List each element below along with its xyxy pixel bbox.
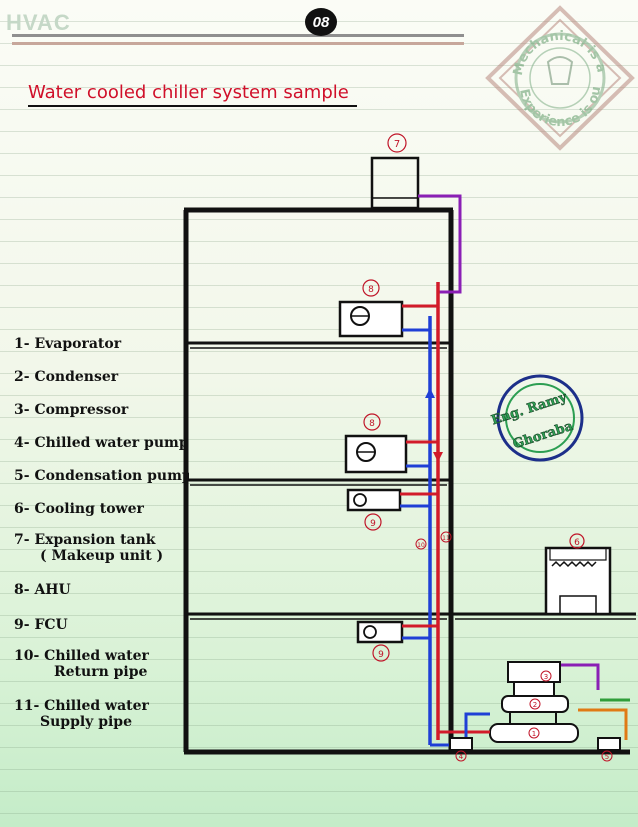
chiller-unit: 3 2 1 — [489, 661, 579, 743]
fcu-middle-floor: 9 — [346, 488, 438, 531]
ahu-top-label: 8 — [368, 285, 374, 295]
condenser-loop-pipe — [578, 708, 628, 740]
ahu-mid-label: 8 — [369, 419, 375, 429]
supply-flow-arrow — [433, 452, 443, 462]
cooling-tower-label: 6 — [574, 538, 580, 548]
page-number-badge: 08 — [305, 8, 337, 36]
evaporator-label: 1 — [532, 730, 536, 738]
building — [183, 207, 636, 755]
condensation-pump: 5 — [597, 737, 621, 762]
chilled-water-pump: 4 — [449, 737, 473, 762]
return-pipe-label: 10 — [417, 542, 425, 549]
stamp-text-top: Mechanical is a life — [0, 0, 609, 78]
expansion-tank-label: 7 — [394, 139, 400, 150]
legend-item-7: 7- Expansion tank( Makeup unit ) — [14, 532, 164, 564]
header-rule — [12, 34, 464, 37]
legend-item-8: 8- AHU — [14, 582, 71, 598]
legend-item-3: 3- Compressor — [14, 402, 129, 418]
author-name-line2: Ghoraba — [511, 419, 575, 453]
header-rule-secondary — [12, 42, 464, 45]
cond-pump-label: 5 — [605, 753, 609, 761]
fcu-low-label: 9 — [378, 650, 384, 660]
legend-item-5: 5- Condensation pump — [14, 468, 189, 484]
page-title: Water cooled chiller system sample — [28, 82, 357, 107]
legend-item-6: 6- Cooling tower — [14, 501, 144, 517]
cooling-tower: 6 — [544, 533, 612, 616]
supply-to-evaporator — [436, 730, 490, 740]
legend-item-2: 2- Condenser — [14, 369, 119, 385]
author-badge: Eng. Ramy Ghoraba — [489, 374, 584, 462]
legend-item-9: 9- FCU — [14, 617, 68, 633]
fcu-lower-floor: 9 — [356, 620, 438, 662]
compressor-connection-pipe — [548, 663, 600, 690]
ahu-top-floor: 8 — [338, 279, 438, 338]
legend-item-4: 4- Chilled water pump — [14, 435, 189, 451]
return-to-chiller — [430, 712, 490, 747]
expansion-tank: 7 — [370, 133, 420, 210]
condenser-label: 2 — [533, 701, 537, 709]
legend-item-1: 1- Evaporator — [14, 336, 122, 352]
compressor-label: 3 — [544, 673, 548, 681]
return-flow-arrow — [425, 388, 435, 398]
ahu-middle-floor: 8 — [344, 413, 438, 474]
chilled-pump-label: 4 — [459, 753, 464, 761]
supply-pipe-label: 11 — [442, 535, 450, 542]
fcu-mid-label: 9 — [370, 519, 376, 529]
stamp-logo: Mechanical is a life Experience is our a… — [0, 0, 635, 151]
brand-watermark: HVAC — [6, 10, 71, 35]
svg-text:Mechanical is a life: Mechanical is a life — [0, 0, 609, 78]
